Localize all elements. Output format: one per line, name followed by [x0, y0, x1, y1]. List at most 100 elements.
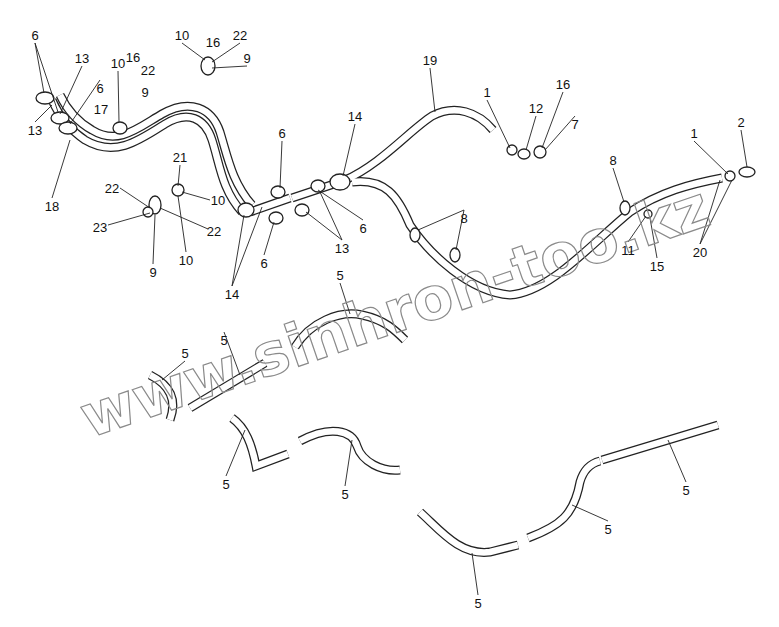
leader-line — [178, 196, 186, 252]
callout-number: 10 — [111, 57, 125, 70]
clamp-fitting — [113, 122, 127, 134]
callout-number: 19 — [423, 54, 437, 67]
leader-line — [430, 68, 435, 112]
callout-number: 22 — [105, 182, 119, 195]
callout-number: 16 — [556, 78, 570, 91]
callout-number: 5 — [474, 597, 481, 610]
callout-number: 21 — [173, 151, 187, 164]
clamp-fitting — [36, 92, 54, 104]
callout-number: 12 — [529, 102, 543, 115]
clamp-fitting — [271, 186, 285, 198]
watermark: www.sinhron-too.kz — [73, 177, 716, 447]
leader-line — [212, 66, 247, 68]
pipes — [52, 95, 722, 552]
leader-line — [182, 192, 210, 200]
callout-number: 11 — [621, 244, 635, 257]
leader-line — [741, 130, 747, 167]
pipe-body — [250, 198, 290, 212]
leader-line — [668, 440, 686, 482]
callout-number: 23 — [93, 221, 107, 234]
leader-line — [345, 440, 352, 486]
leader-line — [545, 116, 575, 150]
clamp-fitting — [143, 207, 153, 217]
clamp-fitting — [269, 212, 283, 224]
pipe-body — [602, 425, 718, 460]
clamp-fitting — [330, 174, 350, 190]
callout-number: 9 — [243, 52, 250, 65]
callout-number: 2 — [737, 116, 744, 129]
callout-number: 6 — [260, 257, 267, 270]
clamp-fitting — [534, 146, 546, 158]
callout-number: 7 — [571, 118, 578, 131]
leader-line — [526, 116, 536, 150]
clamp-fitting — [295, 204, 309, 216]
pipe-body — [345, 110, 493, 180]
leader-line — [306, 212, 342, 240]
callout-number: 5 — [220, 334, 227, 347]
callout-number: 6 — [96, 82, 103, 95]
callout-number: 22 — [141, 64, 155, 77]
clamp-fitting — [59, 122, 77, 134]
leader-line — [182, 43, 205, 60]
callout-number: 5 — [682, 484, 689, 497]
leader-line — [264, 222, 274, 255]
pipe-body — [528, 461, 600, 538]
callout-number: 5 — [604, 523, 611, 536]
callout-number: 17 — [94, 103, 108, 116]
callout-number: 16 — [126, 51, 140, 64]
callout-number: 5 — [336, 269, 343, 282]
leader-line — [35, 105, 52, 122]
callout-number: 22 — [207, 225, 221, 238]
callout-number: 1 — [690, 127, 697, 140]
callout-number: 16 — [206, 36, 220, 49]
leader-line — [694, 141, 728, 174]
leader-line — [542, 92, 563, 148]
pipe-body — [60, 95, 252, 205]
clamp-fitting — [238, 203, 254, 217]
callout-number: 20 — [693, 246, 707, 259]
leader-line — [52, 140, 70, 198]
callout-number: 13 — [335, 242, 349, 255]
leader-line — [318, 190, 363, 220]
callout-number: 10 — [211, 194, 225, 207]
callout-number: 15 — [650, 260, 664, 273]
callout-number: 10 — [175, 29, 189, 42]
leader-line — [118, 71, 119, 122]
callout-number: 13 — [28, 124, 42, 137]
leader-line — [120, 188, 150, 208]
leader-lines — [35, 43, 747, 595]
leader-line — [280, 141, 282, 188]
callout-number: 8 — [609, 154, 616, 167]
callout-number: 14 — [348, 110, 362, 123]
callout-number: 5 — [341, 488, 348, 501]
leader-line — [487, 100, 510, 148]
leader-line — [613, 168, 624, 202]
pipe-outline — [420, 512, 518, 552]
callout-number: 6 — [278, 127, 285, 140]
leader-line — [572, 505, 608, 521]
leader-line — [160, 208, 208, 229]
callout-number: 13 — [75, 52, 89, 65]
leader-line — [232, 215, 244, 286]
pipe-outline — [250, 198, 290, 212]
leader-line — [60, 66, 82, 114]
callout-number: 6 — [31, 29, 38, 42]
pipe-outline — [602, 425, 718, 460]
clamp-fitting — [201, 57, 215, 75]
leader-line — [108, 213, 150, 225]
leader-line — [343, 124, 355, 176]
clamp-fitting — [507, 145, 517, 155]
clamp-fitting — [518, 149, 530, 159]
leader-line — [418, 210, 464, 230]
leader-line — [226, 430, 245, 476]
callout-number: 5 — [181, 347, 188, 360]
pipe-outline — [345, 110, 493, 180]
leader-line — [178, 165, 180, 186]
pipe-outline — [60, 95, 252, 205]
pipe-outline — [528, 461, 600, 538]
leader-line — [35, 43, 58, 112]
callout-number: 8 — [460, 212, 467, 225]
callout-number: 9 — [141, 86, 148, 99]
callout-number: 9 — [149, 266, 156, 279]
